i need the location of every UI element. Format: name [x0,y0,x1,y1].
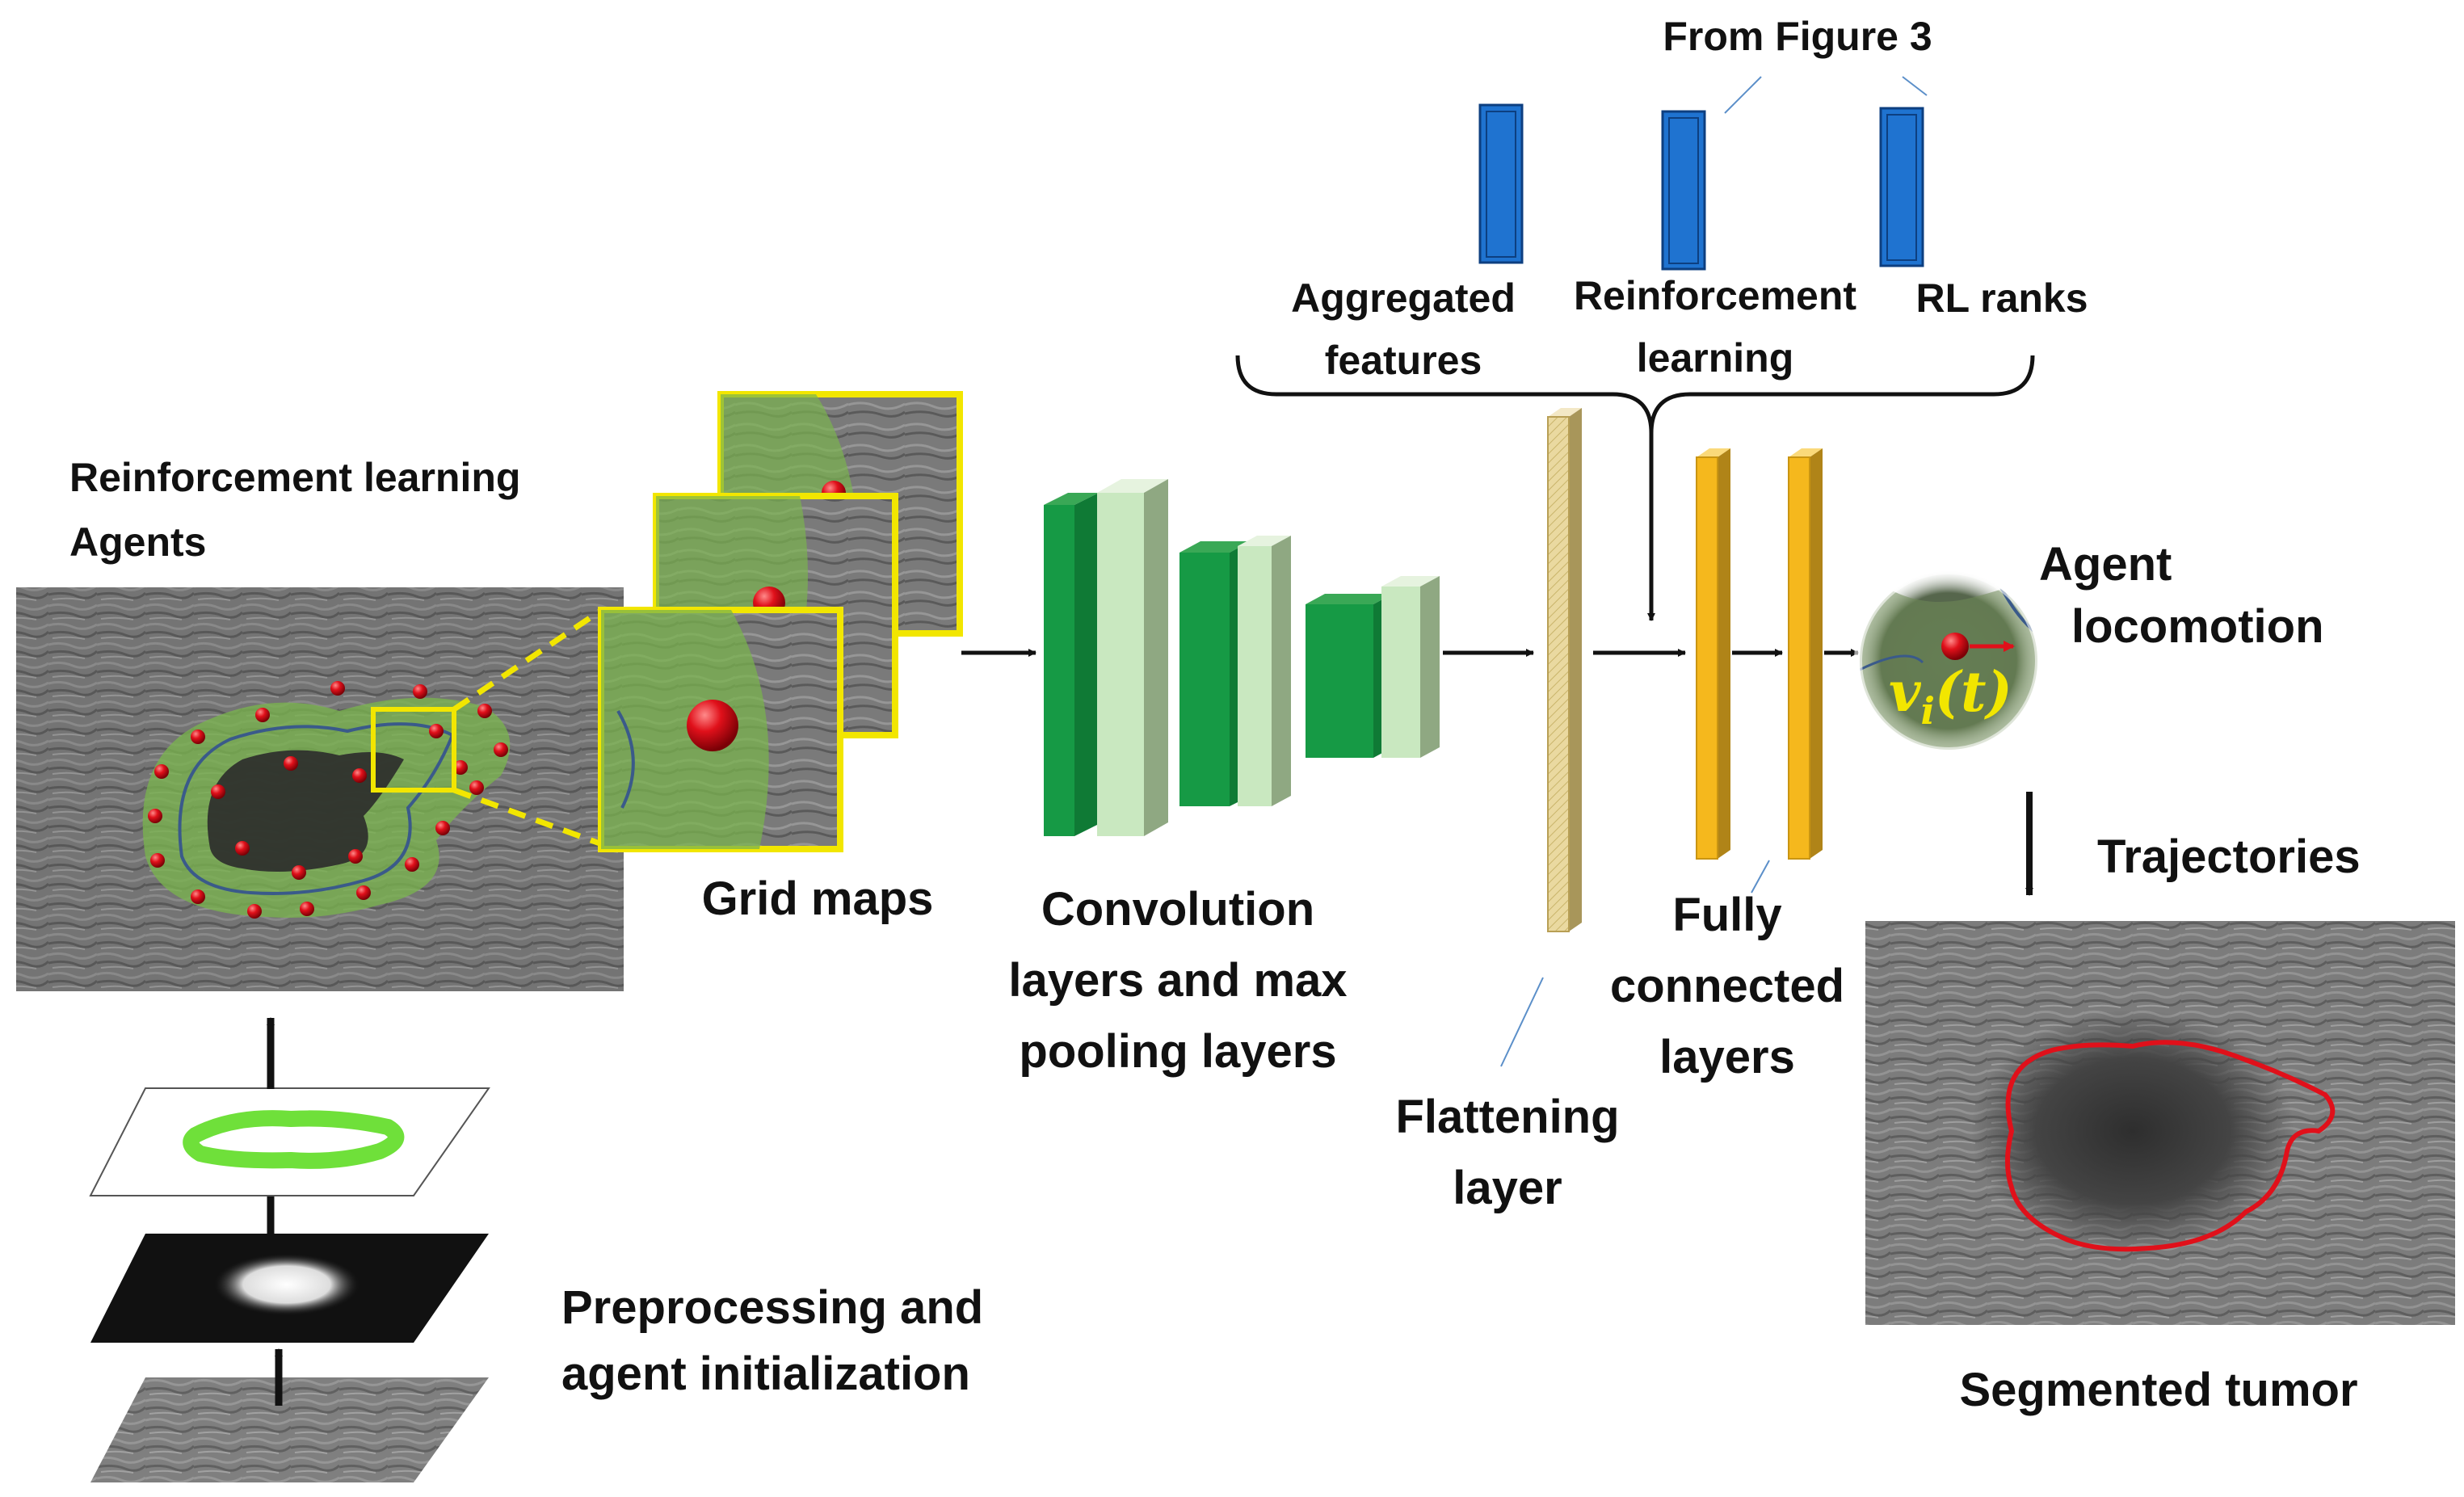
lesion-contour [178,722,455,895]
conv-block-2 [1179,536,1291,806]
fc-label-1: Fully [1672,889,1781,941]
raw-ultrasound-slice [90,1377,489,1482]
agents-label-1: Reinforcement learning [69,455,520,500]
pointer-line [1751,860,1770,894]
agent-markers [148,681,508,919]
conv-block-3 [1306,576,1440,758]
fc-layer-1 [1696,448,1730,860]
red-sphere-icon [1941,633,1969,660]
rl-ranks-label: RL ranks [1915,275,2088,321]
zoom-box [371,707,456,793]
rl-ranks-bar [1879,107,1924,267]
conv-label-2: layers and max [1008,954,1347,1007]
agents-ultrasound-image [16,587,624,991]
preproc-label-1: Preprocessing and [561,1281,983,1334]
from-figure-label: From Figure 3 [1663,14,1932,59]
fc-label-2: connected [1610,960,1844,1012]
tumor-outline [2005,1040,2336,1252]
fc-label-3: layers [1659,1031,1795,1083]
grid-map-front [598,607,843,852]
locomotion-label-2: locomotion [2071,600,2324,653]
flatten-label-1: Flattening [1395,1091,1619,1143]
agent-locomotion-view: vi(t) [1854,566,2043,755]
aggregated-features-bar [1478,103,1524,264]
grid-maps-label: Grid maps [702,873,934,925]
zoom-line [452,787,603,847]
initialization-slice [89,1087,490,1196]
mask-slice [90,1234,489,1343]
conv-block-1 [1044,479,1168,836]
agents-label-2: Agents [69,519,206,565]
segmented-tumor-image [1865,921,2455,1325]
reinforcement-label-1: Reinforcement [1574,273,1856,318]
reinforcement-label-2: learning [1637,335,1793,381]
segmented-label: Segmented tumor [1959,1364,2357,1416]
pointer-line [1724,76,1762,114]
pointer-line [1500,977,1544,1067]
flattening-layer [1547,408,1582,932]
preproc-label-2: agent initialization [561,1348,970,1400]
aggregated-label-2: features [1325,338,1482,383]
reinforcement-learning-bar [1661,110,1706,271]
conv-label-1: Convolution [1041,883,1314,936]
fc-layer-2 [1788,448,1823,860]
locomotion-label-1: Agent [2039,538,2172,591]
aggregated-label-1: Aggregated [1291,275,1516,321]
pointer-line [1902,76,1928,96]
flatten-label-2: layer [1453,1162,1562,1214]
conv-label-3: pooling layers [1019,1025,1336,1078]
zoom-line [452,608,603,712]
velocity-formula: vi(t) [1889,660,2012,733]
trajectories-label: Trajectories [2097,830,2361,883]
